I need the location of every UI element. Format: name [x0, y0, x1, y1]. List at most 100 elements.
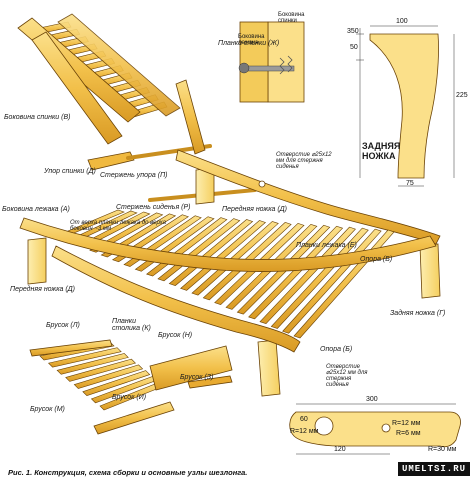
- bar-z: [187, 375, 233, 389]
- bar-l-text: Брусок: [46, 322, 69, 329]
- label-front-leg: Передняя ножка (Д): [10, 286, 75, 293]
- table-slat: [56, 353, 129, 375]
- side-lounger-letter: А: [62, 206, 68, 213]
- back-rest-text: Упор спинки: [44, 168, 85, 175]
- side-back-long: [31, 31, 123, 145]
- label-front-leg-top: Передняя ножка (Д): [222, 206, 287, 213]
- label-side-back: Боковина спинки (В): [4, 114, 71, 121]
- rear-leg-text: Задняя ножка: [390, 310, 435, 317]
- side-lounger-text: Боковина лежака: [2, 206, 59, 213]
- side-lounger-bottom: [51, 245, 301, 353]
- dim-support-r30: R=30 мм: [428, 446, 457, 453]
- dim-support-r12-left: R=12 мм: [290, 428, 319, 435]
- support-letter: Б: [385, 256, 390, 263]
- side-back-letter: В: [63, 114, 69, 121]
- back-arm: [175, 79, 206, 155]
- label-from-top-note: От верха планки лежака до верха боковин …: [70, 220, 166, 232]
- label-hole-top: Отверстие ⌀25x12 мм для стержня сиденья: [276, 152, 332, 170]
- support-shape: [289, 411, 461, 448]
- table-slat: [47, 347, 122, 368]
- rear-leg-detail: [356, 25, 455, 187]
- rear-leg-title: ЗАДНЯЯ НОЖКА: [362, 141, 401, 161]
- bar-n: [149, 345, 233, 391]
- label-side-back-detail: Боковина спинки: [278, 12, 305, 24]
- dim-leg-350: 350: [347, 28, 359, 35]
- label-bar-l: Брусок (Л): [46, 322, 80, 329]
- bolt-detail: [238, 21, 305, 103]
- side-table: [29, 339, 233, 435]
- label-seat-rod: Стержень сиденья (Р): [116, 204, 191, 211]
- bar-n-text: Брусок: [158, 332, 181, 339]
- dim-support-120: 120: [334, 446, 346, 453]
- back-slats-letter: Ж: [270, 40, 277, 47]
- table-slat: [65, 358, 137, 382]
- label-bar-z: Брусок (З): [180, 374, 214, 381]
- main-lounger: [19, 209, 441, 397]
- label-support: Опора (Б): [360, 256, 393, 263]
- lounger-slats-text: Планки лежака: [296, 242, 346, 249]
- support-bottom-text: Опора: [320, 346, 341, 353]
- watermark: UMELTSI.RU: [397, 462, 470, 476]
- label-table-slats: Планки столика (К): [112, 318, 151, 332]
- front-leg-top-letter: Д: [279, 206, 285, 213]
- dim-leg-top: 100: [396, 18, 408, 25]
- dim-leg-225: 225: [456, 92, 468, 99]
- label-stop-rod: Стержень упора (П): [100, 172, 168, 179]
- support-profile: [289, 403, 461, 455]
- bar-m: [93, 401, 175, 435]
- back-slats-text: Планки спинки: [218, 40, 267, 47]
- lounger-slat: [191, 221, 279, 296]
- dim-leg-75: 75: [406, 180, 414, 187]
- lounger-slat: [248, 225, 344, 320]
- label-side-lounger: Боковина лежака (А): [2, 206, 70, 213]
- dim-support-300: 300: [366, 396, 378, 403]
- label-lounger-slats: Планки лежака (Е): [296, 242, 357, 249]
- rear-leg-letter: Г: [439, 310, 444, 317]
- label-bar-n: Брусок (Н): [158, 332, 193, 339]
- support-bottom-letter: Б: [345, 346, 350, 353]
- seat-rod-text: Стержень сиденья: [116, 204, 180, 211]
- label-back-rest: Упор спинки (Д): [44, 168, 96, 175]
- table-slat: [73, 364, 144, 389]
- bar-m-text: Брусок: [30, 406, 53, 413]
- bar-m-letter: М: [56, 406, 63, 413]
- stop-rod-letter: П: [160, 172, 166, 179]
- bar-l-letter: Л: [72, 322, 78, 329]
- support-text: Опора: [360, 256, 381, 263]
- bar-z-letter: З: [206, 374, 211, 381]
- front-leg-text: Передняя ножка: [10, 286, 64, 293]
- backrest: [17, 13, 212, 171]
- back-rest-block: [87, 151, 135, 171]
- stop-rod-text: Стержень упора: [100, 172, 156, 179]
- label-bar-m: Брусок (М): [30, 406, 65, 413]
- table-slat: [82, 370, 151, 397]
- seat-rod-letter: Р: [183, 204, 189, 211]
- label-support-bottom: Опора (Б): [320, 346, 353, 353]
- side-back-text: Боковина спинки: [4, 114, 60, 121]
- table-slats-text: Планки столика: [112, 318, 141, 332]
- rear-leg-low: [257, 339, 281, 397]
- side-back-right: [57, 13, 181, 117]
- lounger-slat: [180, 220, 267, 291]
- dim-support-60: 60: [300, 416, 308, 423]
- bar-i-text: Брусок: [112, 394, 135, 401]
- bar-i-letter: И: [138, 394, 144, 401]
- dim-leg-50: 50: [350, 44, 358, 51]
- label-side-lounger-detail: Боковина лежака: [238, 34, 265, 46]
- figure-caption: Рис. 1. Конструкция, схема сборки и осно…: [8, 468, 248, 477]
- back-rest-letter: Д: [88, 168, 94, 175]
- bar-n-letter: Н: [184, 332, 190, 339]
- front-leg-main: [27, 237, 47, 285]
- rear-leg-shape: [369, 33, 439, 179]
- label-hole-bottom: Отверстие ⌀25x12 мм для стержня сиденья: [326, 364, 368, 388]
- label-back-slats: Планки спинки (Ж): [218, 40, 280, 47]
- bar-z-text: Брусок: [180, 374, 203, 381]
- label-bar-i: Брусок (И): [112, 394, 147, 401]
- lounger-slat: [168, 219, 254, 286]
- dim-support-r6: R=6 мм: [396, 430, 421, 437]
- side-lounger-top: [19, 217, 437, 272]
- front-leg-top-text: Передняя ножка: [222, 206, 276, 213]
- dim-support-r12: R=12 мм: [392, 420, 421, 427]
